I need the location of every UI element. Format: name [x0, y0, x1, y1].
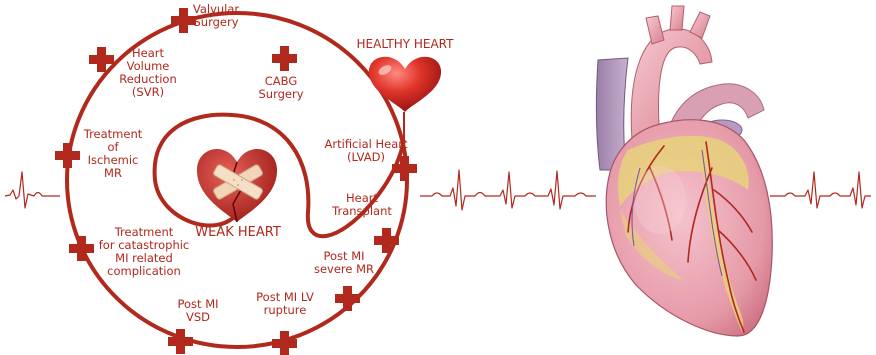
label-line: rupture — [256, 304, 314, 317]
cross-transplant — [374, 228, 399, 253]
label-valvular-surgery: Valvular Surgery — [193, 3, 239, 29]
ecg-middle — [420, 170, 596, 210]
label-line: Surgery — [193, 16, 239, 29]
cross-cabg — [272, 46, 297, 71]
label-line: Surgery — [258, 88, 303, 101]
label-line: (LVAD) — [325, 151, 408, 164]
label-line: (SVR) — [119, 86, 177, 99]
healthy-heart-title: HEALTHY HEART — [357, 37, 454, 51]
label-post-mi-vsd: Post MI VSD — [177, 298, 218, 324]
label-line: VSD — [177, 311, 218, 324]
label-line: MR — [84, 167, 143, 180]
label-post-mi-mr: Post MI severe MR — [314, 250, 374, 276]
cross-post-mi-lv — [272, 331, 297, 355]
label-line: Transplant — [332, 205, 392, 218]
anatomical-heart-illustration — [596, 6, 772, 336]
label-post-mi-lv: Post MI LV rupture — [256, 291, 314, 317]
label-line: severe MR — [314, 263, 374, 276]
weak-heart-title: WEAK HEART — [195, 225, 281, 240]
label-lvad: Artificial Heart (LVAD) — [325, 138, 408, 164]
heart-balloon-icon — [369, 57, 441, 112]
label-cabg-surgery: CABG Surgery — [258, 75, 303, 101]
cross-ischemic-mr — [55, 143, 80, 168]
spiral-path — [155, 115, 404, 237]
bandaged-heart-icon — [197, 149, 277, 222]
ecg-left — [5, 172, 60, 208]
label-catastrophic: Treatment for catastrophic MI related co… — [99, 226, 190, 278]
label-svr: Heart Volume Reduction (SVR) — [119, 47, 177, 99]
cross-catastrophic — [69, 236, 94, 261]
label-ischemic-mr: Treatment of Ischemic MR — [84, 128, 143, 180]
cross-post-mi-mr — [335, 286, 360, 311]
label-heart-transplant: Heart Transplant — [332, 192, 392, 218]
ecg-right — [770, 172, 871, 208]
label-line: complication — [99, 265, 190, 278]
